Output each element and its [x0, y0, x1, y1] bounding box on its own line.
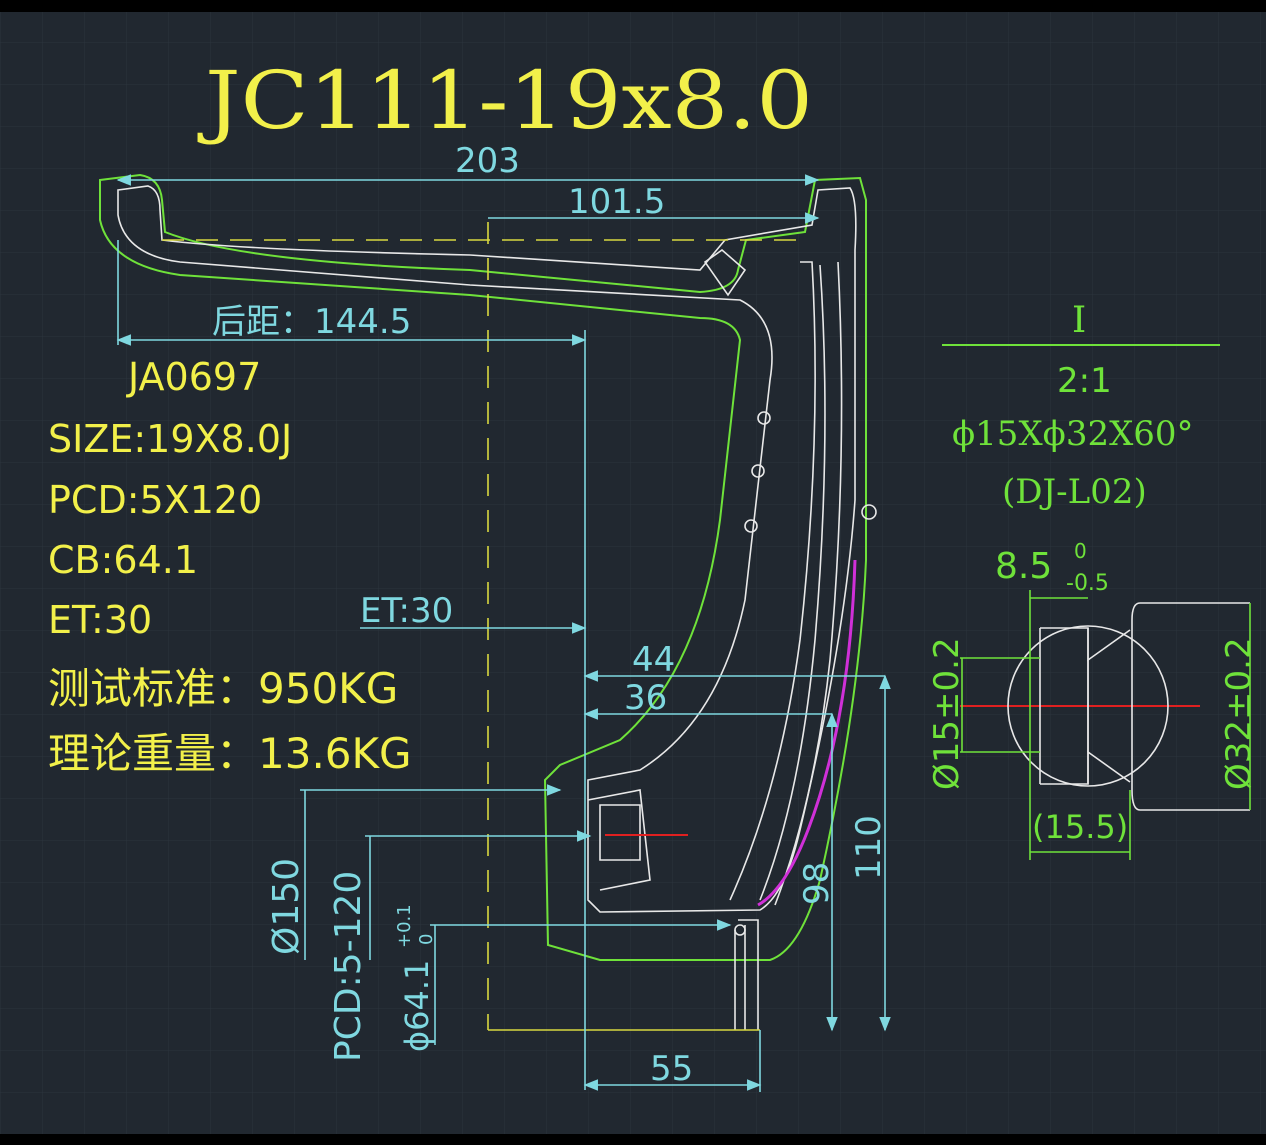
- detail-width-ref: (15.5): [1032, 808, 1128, 846]
- detail-dia-large: Ø32±0.2: [1219, 637, 1259, 790]
- dim-width-half: 101.5: [568, 182, 665, 222]
- dim-110: 110: [849, 815, 889, 880]
- detail-depth: 8.5: [995, 546, 1052, 587]
- dim-cb-tol-lower: 0: [416, 934, 437, 945]
- dim-back-spacing: 后距：144.5: [212, 302, 411, 342]
- specs-block: JA0697 SIZE:19X8.0J PCD:5X120 CB:64.1 ET…: [48, 355, 412, 778]
- detail-ref: (DJ-L02): [1002, 472, 1147, 512]
- reference-lines: [162, 222, 800, 1031]
- dim-dia150: Ø150: [266, 858, 307, 955]
- dim-44: 44: [632, 640, 675, 680]
- spec-weight: 理论重量：13.6KG: [48, 729, 412, 778]
- detail-depth-tol-lower: -0.5: [1066, 571, 1109, 596]
- detail-geometry: [1007, 602, 1250, 811]
- spec-test-standard: 测试标准：950KG: [48, 664, 398, 713]
- drawing-title: JC111-19x8.0: [197, 54, 813, 147]
- dim-98: 98: [797, 862, 837, 905]
- wheel-profile-white: [117, 185, 877, 1030]
- dimension-labels: 203 101.5 后距：144.5 ET:30 44 36 55 98 110…: [212, 141, 889, 1089]
- spec-pcd: PCD:5X120: [48, 478, 262, 522]
- dim-36: 36: [624, 678, 667, 718]
- outer-flange-magenta: [757, 559, 857, 907]
- spec-cb: CB:64.1: [48, 538, 198, 582]
- detail-depth-tol-upper: 0: [1074, 539, 1087, 563]
- spec-size: SIZE:19X8.0J: [48, 417, 292, 461]
- detail-scale: 2:1: [1057, 361, 1112, 401]
- spec-code: JA0697: [126, 355, 261, 399]
- dim-cb-dia: ϕ64.1: [398, 960, 436, 1052]
- detail-spec: ϕ15Xϕ32X60°: [952, 414, 1194, 454]
- detail-dimension-lines: [960, 590, 1251, 860]
- dim-pcd: PCD:5-120: [328, 871, 369, 1062]
- detail-section: I 2:1 ϕ15Xϕ32X60° (DJ-L02) 8.5 0 -0.5: [927, 300, 1259, 860]
- dim-width-total: 203: [455, 141, 520, 181]
- spec-et: ET:30: [48, 598, 152, 642]
- dim-cb-tol-upper: +0.1: [394, 904, 415, 948]
- dimension-lines: [116, 174, 891, 1092]
- dim-et: ET:30: [360, 591, 453, 631]
- dim-55: 55: [650, 1049, 693, 1089]
- detail-dia-small: Ø15±0.2: [927, 637, 967, 790]
- grid-layer: [0, 12, 1266, 1134]
- detail-label: I: [1072, 300, 1086, 341]
